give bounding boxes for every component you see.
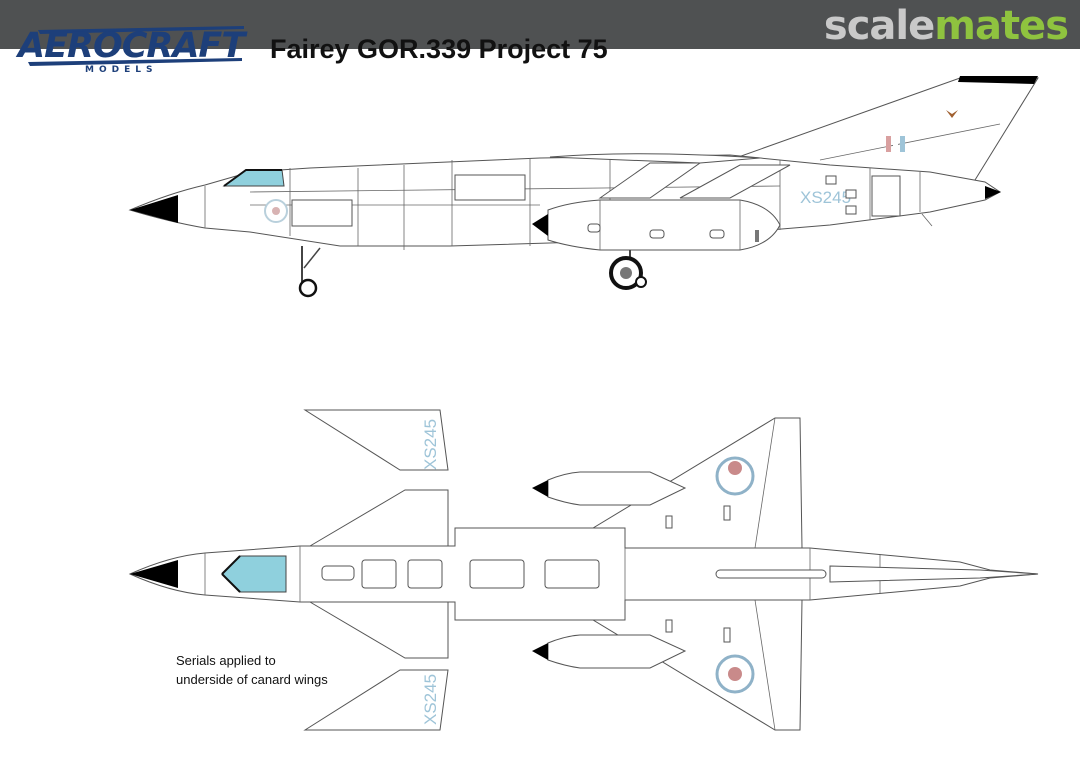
logo-subtitle: MODELS: [85, 65, 158, 75]
plan-canard-upper: [308, 489, 449, 547]
side-engine-nacelle: [547, 199, 781, 251]
page-title: Fairey GOR.339 Project 75: [270, 34, 608, 64]
plan-nose-cone: [130, 560, 178, 588]
note-line-1: Serials applied to: [176, 653, 276, 668]
logo-swoosh-icon: [28, 26, 244, 66]
side-nose-cone: [130, 195, 178, 223]
plan-roundel-upper: [715, 456, 755, 496]
plan-canard-upper-detached: [303, 409, 449, 471]
scalemates-watermark[interactable]: scalemates: [823, 3, 1069, 49]
plan-canard-lower-detached: [303, 669, 449, 731]
canard-serial-lower: XS245: [421, 674, 440, 725]
watermark-part-mates: mates: [934, 3, 1069, 49]
watermark-part-scale: scale: [823, 3, 935, 49]
side-serial: XS245: [800, 188, 851, 207]
plan-canard-lower: [308, 601, 449, 659]
plan-engine-upper: [547, 471, 687, 506]
serials-note: Serials applied to underside of canard w…: [176, 651, 396, 689]
plan-view: XS245 XS245: [128, 409, 1039, 731]
side-roundel: [264, 199, 288, 223]
header-bar: scalemates: [0, 0, 1080, 49]
plan-roundel-lower: [715, 654, 755, 694]
canard-serial-upper: XS245: [421, 419, 440, 470]
note-line-2: underside of canard wings: [176, 672, 328, 687]
logo-name: AEROCRAFT: [18, 26, 245, 66]
plan-engine-lower: [547, 634, 687, 669]
side-view: XS245: [128, 76, 1039, 298]
side-main-gear: [609, 250, 647, 290]
side-nose-gear: [298, 246, 321, 298]
aerocraft-logo: AEROCRAFT MODELS: [18, 22, 248, 80]
